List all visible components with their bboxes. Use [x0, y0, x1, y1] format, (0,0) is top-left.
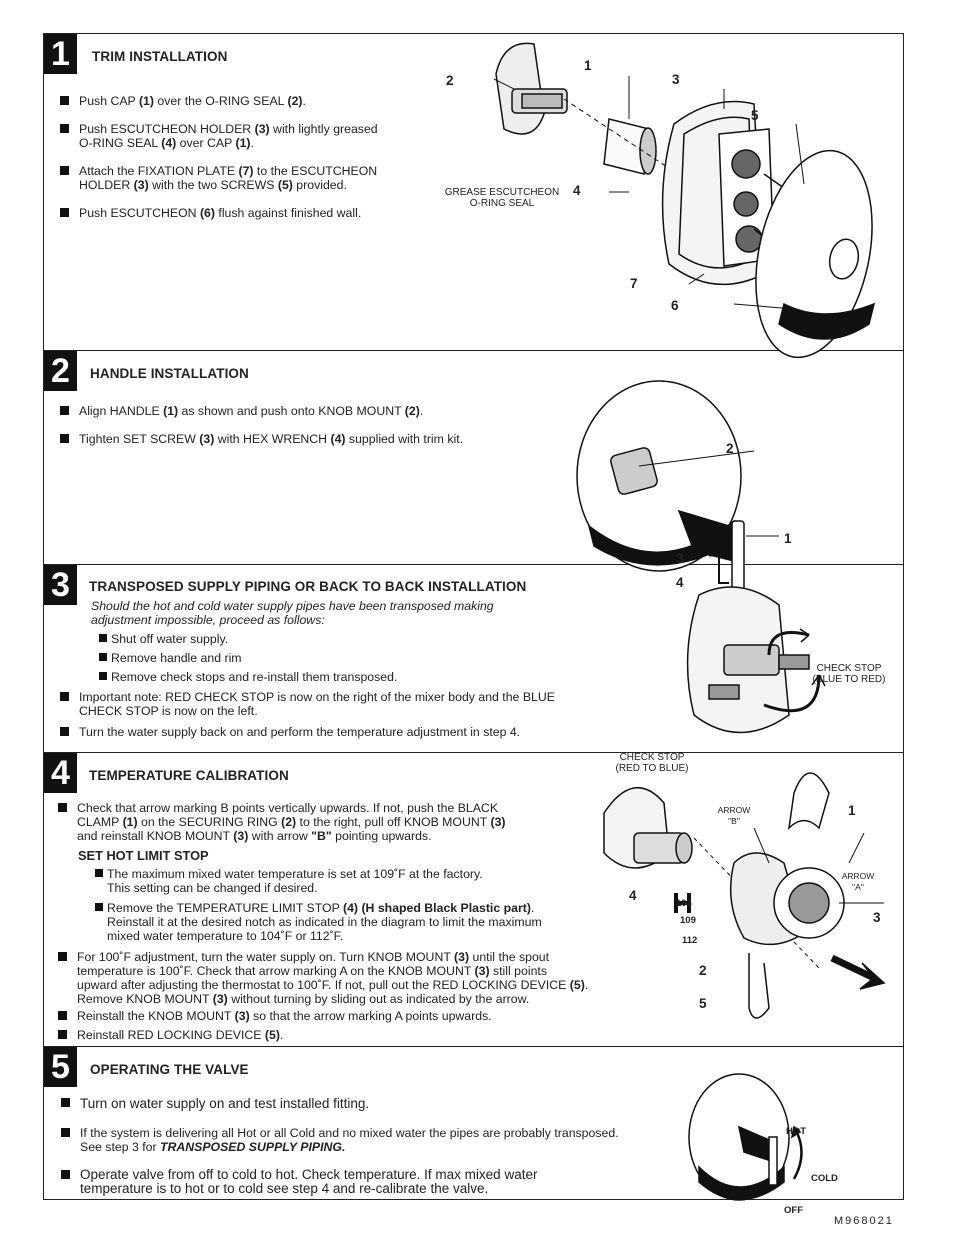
- section-handle-installation: 2 HANDLE INSTALLATION Align HANDLE (1) a…: [44, 351, 903, 597]
- callout-7: 7: [630, 276, 638, 291]
- section-title: TEMPERATURE CALIBRATION: [89, 768, 289, 783]
- arrow-b-label: ARROW"B": [717, 805, 751, 826]
- instruction-item: Reinstall RED LOCKING DEVICE (5).: [57, 1028, 284, 1042]
- notch-109: 109: [680, 915, 696, 926]
- callout-5: 5: [699, 996, 707, 1011]
- callout-3: 3: [873, 910, 881, 925]
- callout-2: 2: [446, 73, 454, 88]
- instruction-item: Attach the FIXATION PLATE (7) to the ESC…: [59, 164, 378, 192]
- instruction-item: Turn the water supply back on and perfor…: [59, 725, 521, 739]
- check-stop-blue-to-red-label: CHECK STOP(BLUE TO RED): [812, 663, 886, 685]
- callout-1: 1: [584, 58, 592, 73]
- callout-4: 4: [676, 575, 684, 590]
- step-number: 5: [44, 1047, 77, 1087]
- step-number: 2: [44, 351, 77, 391]
- section-title: HANDLE INSTALLATION: [90, 366, 249, 381]
- section-transposed-piping: 3 TRANSPOSED SUPPLY PIPING OR BACK TO BA…: [44, 565, 903, 774]
- instruction-item: Tighten SET SCREW (3) with HEX WRENCH (4…: [59, 432, 464, 446]
- calibration-diagram: [603, 772, 886, 1019]
- callout-4: 4: [629, 888, 637, 903]
- step-number: 3: [44, 565, 77, 605]
- sub-step: Remove the TEMPERATURE LIMIT STOP (4) (H…: [95, 901, 542, 943]
- instruction-item: Push ESCUTCHEON HOLDER (3) with lightly …: [60, 122, 378, 150]
- handle-diagram: [576, 380, 779, 597]
- step-number: 1: [44, 34, 77, 74]
- arrow-a-label: ARROW"A": [841, 871, 875, 892]
- operating-diagram: [688, 1073, 803, 1201]
- document-code: M968021: [834, 1215, 894, 1227]
- callout-5: 5: [751, 108, 759, 123]
- callout-3: 3: [676, 551, 684, 566]
- instruction-item: Align HANDLE (1) as shown and push onto …: [59, 404, 424, 418]
- step-number: 4: [44, 753, 77, 793]
- hot-label: HOT: [786, 1126, 807, 1137]
- callout-2: 2: [726, 441, 734, 456]
- section-temperature-calibration: 4 TEMPERATURE CALIBRATION Check that arr…: [44, 753, 903, 1047]
- off-label: OFF: [784, 1205, 803, 1216]
- callout-3: 3: [672, 72, 680, 87]
- instruction-item: Push ESCUTCHEON (6) flush against finish…: [59, 206, 362, 220]
- callout-1: 1: [784, 531, 792, 546]
- section-intro: Should the hot and cold water supply pip…: [91, 599, 494, 627]
- instruction-sheet: 1 TRIM INSTALLATION Push CAP (1) over th…: [43, 33, 904, 1227]
- instruction-item: Important note: RED CHECK STOP is now on…: [60, 690, 555, 718]
- notch-112: 112: [682, 935, 698, 946]
- section-operating-valve: 5 OPERATING THE VALVE Turn on water supp…: [44, 1047, 903, 1227]
- trim-exploded-diagram: [493, 42, 876, 359]
- callout-2: 2: [699, 963, 707, 978]
- cold-label: COLD: [811, 1173, 838, 1184]
- section-title: TRIM INSTALLATION: [92, 49, 228, 64]
- instruction-item: Reinstall the KNOB MOUNT (3) so that the…: [58, 1009, 492, 1023]
- sub-step: Shut off water supply.: [98, 632, 229, 646]
- check-stop-diagram: [686, 586, 826, 734]
- section-trim-installation: 1 TRIM INSTALLATION Push CAP (1) over th…: [44, 34, 903, 359]
- section-title: TRANSPOSED SUPPLY PIPING OR BACK TO BACK…: [89, 579, 527, 594]
- instruction-item: Check that arrow marking B points vertic…: [58, 801, 506, 843]
- instruction-item: If the system is delivering all Hot or a…: [61, 1126, 619, 1154]
- instruction-item: Push CAP (1) over the O-RING SEAL (2).: [60, 94, 306, 108]
- callout-4: 4: [573, 183, 581, 198]
- notch-104: 104: [676, 898, 692, 909]
- instruction-item: Operate valve from off to cold to hot. C…: [60, 1167, 538, 1196]
- check-stop-red-to-blue-label: CHECK STOP(RED TO BLUE): [615, 752, 689, 774]
- instruction-item: For 100˚F adjustment, turn the water sup…: [57, 950, 589, 1006]
- sub-heading: SET HOT LIMIT STOP: [78, 848, 209, 863]
- sub-step: Remove handle and rim: [99, 651, 242, 665]
- sub-step: Remove check stops and re-install them t…: [98, 670, 398, 684]
- section-title: OPERATING THE VALVE: [90, 1062, 249, 1077]
- callout-1: 1: [848, 803, 856, 818]
- sub-step: The maximum mixed water temperature is s…: [95, 867, 483, 895]
- callout-6: 6: [671, 298, 679, 313]
- instruction-item: Turn on water supply on and test install…: [60, 1096, 370, 1111]
